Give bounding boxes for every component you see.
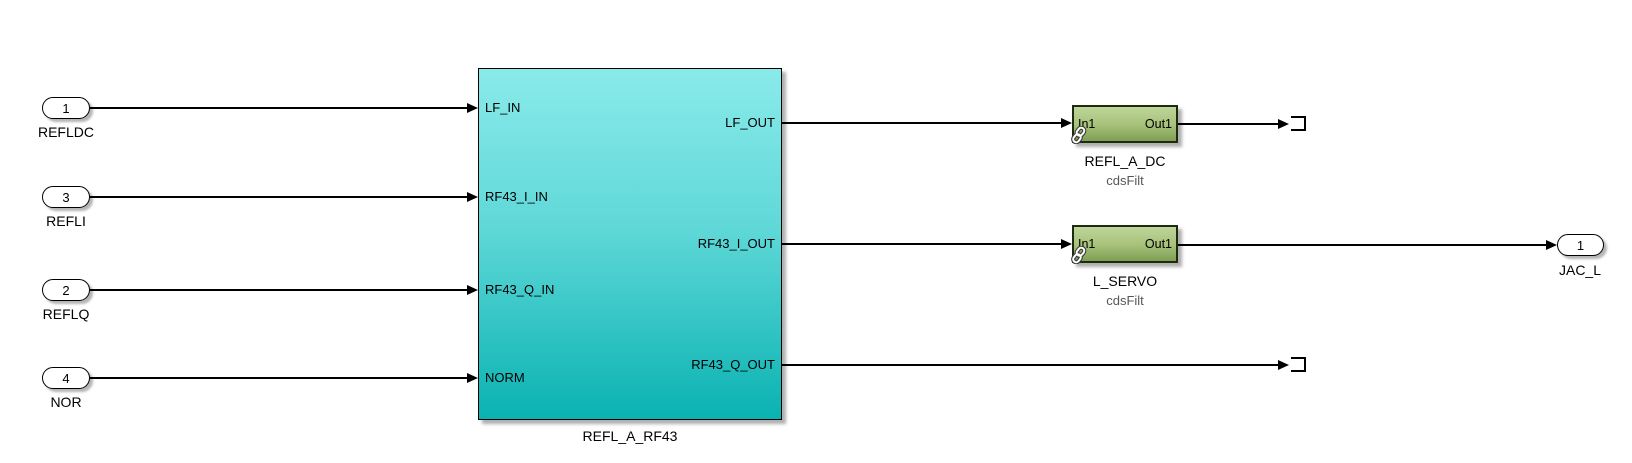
filter-block-refl-a-dc[interactable]: In1 Out1 <box>1071 105 1178 145</box>
arrowhead <box>1061 238 1072 249</box>
wire-lfout-to-refladc[interactable] <box>782 122 1061 124</box>
filter-library-label: cdsFilt <box>1106 173 1144 188</box>
wire-refli-to-rf43iin[interactable] <box>90 196 469 198</box>
outport-label-jacl: JAC_L <box>1558 262 1602 278</box>
arrowhead <box>467 284 478 295</box>
inport-block-refldc[interactable]: 1 <box>42 97 90 119</box>
library-link-icon <box>1071 125 1087 147</box>
inport-number: 2 <box>62 282 70 298</box>
filter-out-port-label: Out1 <box>1144 117 1172 131</box>
outport-number: 1 <box>1576 237 1585 253</box>
arrowhead <box>467 372 478 383</box>
arrowhead <box>1061 117 1072 128</box>
inport-number: 1 <box>62 100 70 116</box>
wire-rf43qout-to-terminator[interactable] <box>782 364 1278 366</box>
inport-number: 4 <box>62 370 70 386</box>
subsystem-port-lf-out: LF_OUT <box>725 115 775 130</box>
terminator-block-bottom[interactable] <box>1291 357 1306 372</box>
inport-label-nor: NOR <box>50 394 82 410</box>
subsystem-port-lf-in: LF_IN <box>485 100 521 115</box>
terminator-block-top[interactable] <box>1291 116 1306 131</box>
inport-block-reflq[interactable]: 2 <box>42 279 90 301</box>
outport-block-jacl[interactable]: 1 <box>1557 234 1604 256</box>
wire-rf43iout-to-lservo[interactable] <box>782 243 1061 245</box>
wire-nor-to-norm[interactable] <box>90 377 469 379</box>
subsystem-port-norm: NORM <box>485 370 525 385</box>
subsystem-port-rf43-i-out: RF43_I_OUT <box>697 236 775 251</box>
inport-block-refli[interactable]: 3 <box>42 186 90 208</box>
subsystem-name-label: REFL_A_RF43 <box>582 428 678 444</box>
inport-label-refldc: REFLDC <box>37 124 94 140</box>
filter-block-l-servo[interactable]: In1 Out1 <box>1071 225 1178 265</box>
filter-name-label: L_SERVO <box>1092 273 1158 289</box>
subsystem-block-refl-a-rf43[interactable]: LF_IN RF43_I_IN RF43_Q_IN NORM LF_OUT RF… <box>478 68 782 420</box>
subsystem-port-rf43-i-in: RF43_I_IN <box>485 189 548 204</box>
arrowhead <box>467 191 478 202</box>
wire-refladc-to-terminator[interactable] <box>1178 123 1278 125</box>
wire-reflq-to-rf43qin[interactable] <box>90 289 469 291</box>
inport-label-reflq: REFLQ <box>42 306 90 322</box>
arrowhead <box>1278 359 1289 370</box>
inport-number: 3 <box>62 189 70 205</box>
filter-name-label: REFL_A_DC <box>1084 153 1166 169</box>
arrowhead <box>1278 118 1289 129</box>
inport-block-nor[interactable]: 4 <box>42 367 90 389</box>
arrowhead <box>1546 239 1557 250</box>
wire-lservo-to-jacl[interactable] <box>1178 244 1546 246</box>
subsystem-port-rf43-q-out: RF43_Q_OUT <box>691 357 775 372</box>
arrowhead <box>467 102 478 113</box>
wire-refldc-to-lfin[interactable] <box>90 107 469 109</box>
filter-library-label: cdsFilt <box>1106 293 1144 308</box>
inport-label-refli: REFLI <box>46 213 86 229</box>
filter-out-port-label: Out1 <box>1144 237 1172 251</box>
subsystem-port-rf43-q-in: RF43_Q_IN <box>485 282 555 297</box>
library-link-icon <box>1071 245 1087 267</box>
